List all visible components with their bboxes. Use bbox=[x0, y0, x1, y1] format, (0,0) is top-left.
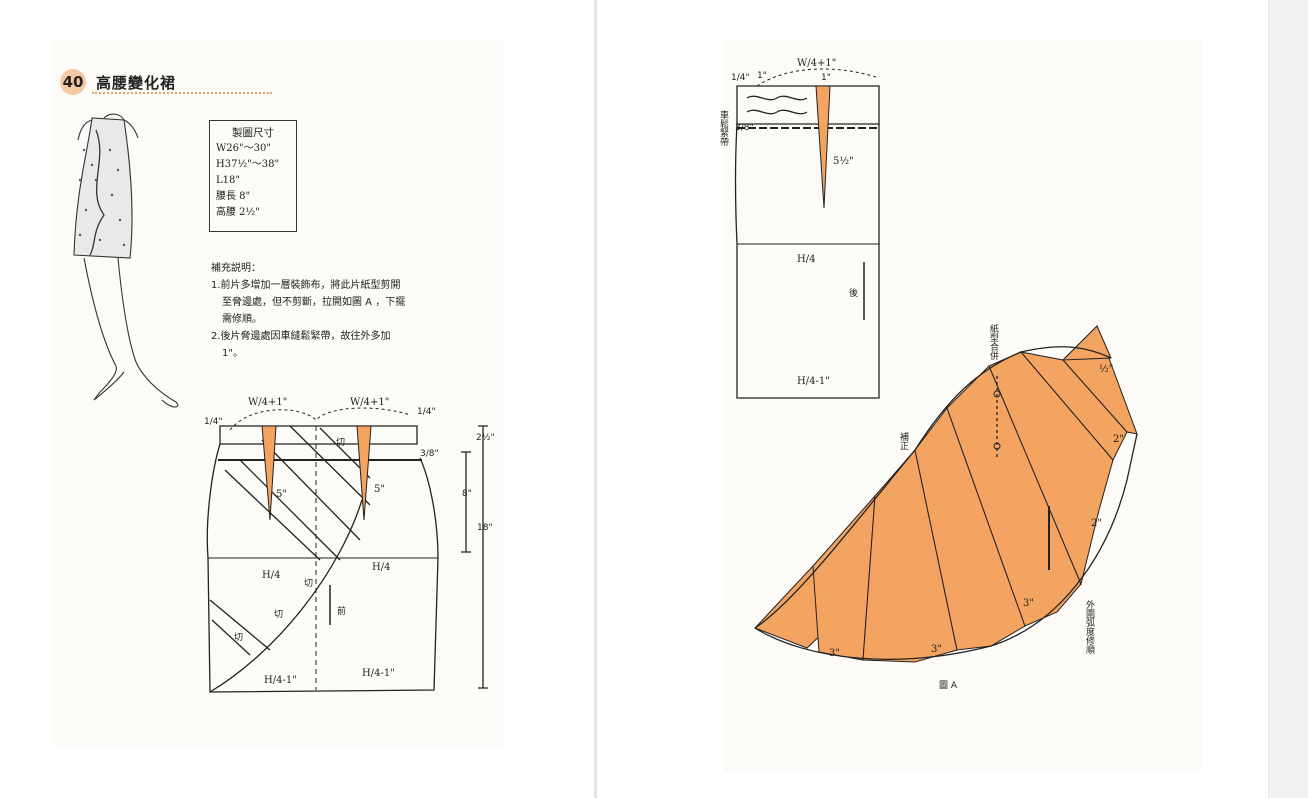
label-dart-right: 5" bbox=[374, 484, 385, 495]
page-divider bbox=[594, 0, 597, 798]
note-line: 至脅邊處，但不剪斷，拉開如圖 A ，下擺 bbox=[222, 297, 406, 308]
label-waist-right: W/4+1" bbox=[350, 397, 389, 408]
label-hem-right: H/4-1" bbox=[362, 668, 395, 679]
label-hem-left: H/4-1" bbox=[264, 675, 297, 686]
vertical-scrollbar[interactable] bbox=[1268, 0, 1308, 798]
note-line: 1.前片多增加一層裝飾布，將此片紙型剪開 bbox=[211, 280, 401, 291]
title-underline bbox=[92, 92, 272, 94]
label-back-band: 3/8" bbox=[735, 123, 754, 133]
label-back-side: 1/4" bbox=[731, 73, 750, 83]
skirt-illustration bbox=[73, 113, 179, 408]
label-waist-left: W/4+1" bbox=[248, 397, 287, 408]
page-left: 40 高腰變化裙 製圖尺寸 W26"～30" H37½"～38" L18" 腰長… bbox=[0, 0, 594, 798]
label-2inch: 2" bbox=[1113, 434, 1124, 445]
label-hip-length: 8" bbox=[462, 489, 472, 499]
label-elastic: 車鬆緊帶 bbox=[718, 109, 729, 147]
label-dart-left: 5" bbox=[276, 489, 287, 500]
label-front: 前 bbox=[337, 605, 346, 617]
label-side-right: 1/4" bbox=[417, 407, 436, 417]
label-back-1inch: 1" bbox=[757, 71, 767, 81]
figure-caption: 圖 A bbox=[939, 680, 958, 691]
label-back-dart: 5½" bbox=[833, 156, 854, 167]
spec-header: 製圖尺寸 bbox=[232, 127, 274, 139]
page-title: 高腰變化裙 bbox=[96, 74, 177, 92]
label-back-top: W/4+1" bbox=[797, 58, 836, 69]
label-outer: 外圍弧度修順 bbox=[1084, 599, 1095, 655]
spec-line: W26"～30" bbox=[216, 143, 271, 154]
label-merge: 紙型合併 bbox=[988, 323, 999, 361]
fan-pattern-figure-a: 紙型合併 補正 外圍弧度修順 ½" 2" 2" 3" 3" 3" 圖 A bbox=[754, 323, 1138, 691]
title-number-badge: 40 bbox=[60, 69, 86, 95]
label-2inch: 2" bbox=[1091, 518, 1102, 529]
notes: 補充説明： 1.前片多增加一層裝飾布，將此片紙型剪開 至脅邊處，但不剪斷，拉開如… bbox=[211, 260, 431, 362]
label-cut: 切 bbox=[234, 632, 243, 643]
label-3inch: 3" bbox=[1023, 598, 1034, 609]
label-cut: 切 bbox=[274, 609, 283, 620]
label-half-inch: ½" bbox=[1099, 364, 1113, 375]
label-back-1inch: 1" bbox=[821, 73, 831, 83]
label-high-waist: 2½" bbox=[476, 433, 495, 443]
label-back-hem: H/4-1" bbox=[797, 376, 830, 387]
label-3inch: 3" bbox=[931, 644, 942, 655]
note-line: 需修順。 bbox=[222, 314, 262, 325]
label-back-hip: H/4 bbox=[797, 254, 815, 265]
spec-box: 製圖尺寸 W26"～30" H37½"～38" L18" 腰長 8" 高腰 2½… bbox=[209, 120, 297, 232]
notes-header: 補充説明： bbox=[211, 263, 261, 274]
label-length: 18" bbox=[477, 523, 493, 533]
spec-line: L18" bbox=[216, 175, 240, 186]
label-correct: 補正 bbox=[898, 431, 909, 450]
label-cut: 切 bbox=[304, 578, 313, 589]
label-side-left: 1/4" bbox=[204, 417, 223, 427]
front-skirt-draft: W/4+1" W/4+1" 1/4" 1/4" 5" 5" 2½" 3/8" 8… bbox=[204, 397, 495, 693]
label-hip-left: H/4 bbox=[262, 570, 280, 581]
spec-line: 腰長 8" bbox=[216, 191, 251, 202]
label-hip-right: H/4 bbox=[372, 562, 390, 573]
note-line: 1"。 bbox=[222, 348, 243, 359]
page-right: W/4+1" 1/4" 1" 1" 車鬆緊帶 3/8" 5½" H/4 後 H/… bbox=[597, 0, 1268, 798]
note-line: 2.後片脅邊處因車縫鬆緊帶，故往外多加 bbox=[211, 331, 391, 342]
label-cut: 切 bbox=[336, 437, 345, 448]
back-skirt-draft: W/4+1" 1/4" 1" 1" 車鬆緊帶 3/8" 5½" H/4 後 H/… bbox=[718, 58, 880, 399]
spec-line: 高腰 2½" bbox=[216, 207, 260, 218]
label-band: 3/8" bbox=[420, 449, 439, 459]
label-3inch: 3" bbox=[829, 648, 840, 659]
label-back: 後 bbox=[849, 287, 858, 299]
spec-line: H37½"～38" bbox=[216, 159, 280, 170]
